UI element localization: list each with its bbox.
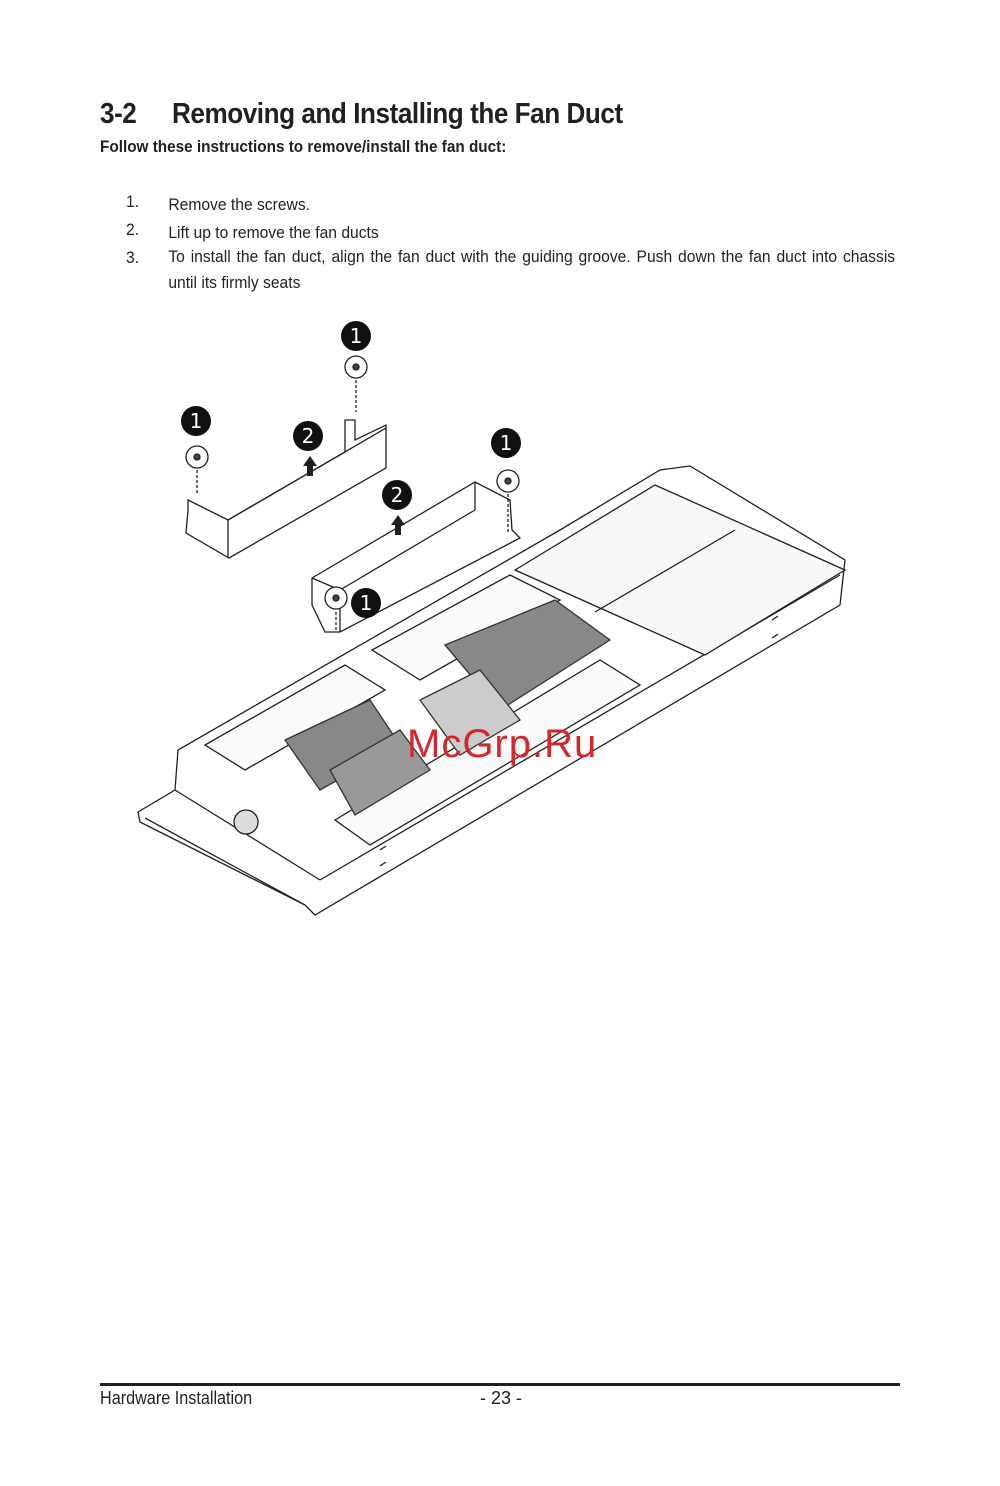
step-text: To install the fan duct, align the fan d… [168,247,896,292]
callout-2-lift: 2 [293,421,323,451]
callout-1-screw: 1 [351,588,381,618]
step-number: 3. [126,248,140,267]
fan-duct-illustration: 1 1 2 1 2 1 [137,321,847,916]
footer-section: Hardware Installation [100,1388,253,1408]
intro-text: Follow these instructions to remove/inst… [100,137,507,156]
fan-duct-rear [185,419,387,559]
callout-1-screw: 1 [181,406,211,436]
server-chassis [137,465,847,916]
watermark: McGrp.Ru [407,722,598,766]
svg-text:1: 1 [500,431,513,455]
svg-text:2: 2 [391,483,404,507]
svg-text:2: 2 [302,424,315,448]
svg-text:1: 1 [350,324,363,348]
section-number: 3-2 [100,98,137,130]
svg-text:1: 1 [360,591,373,615]
step-number: 2. [126,220,140,239]
section-heading: 3-2 Removing and Installing the Fan Duct [100,98,623,131]
step-text: Remove the screws. [168,195,310,214]
footer-divider [100,1383,900,1386]
screw-icons [185,355,520,630]
svg-text:1: 1 [190,409,203,433]
callout-1-screw: 1 [491,428,521,458]
callout-2-lift: 2 [382,480,412,510]
step-number: 1. [126,192,140,211]
callout-markers: 1 1 2 1 2 1 [181,321,521,618]
page-number: - 23 - [480,1388,523,1408]
callout-1-screw: 1 [341,321,371,351]
step-text: Lift up to remove the fan ducts [168,223,379,242]
lift-arrows [303,456,405,535]
section-title: Removing and Installing the Fan Duct [172,98,623,130]
